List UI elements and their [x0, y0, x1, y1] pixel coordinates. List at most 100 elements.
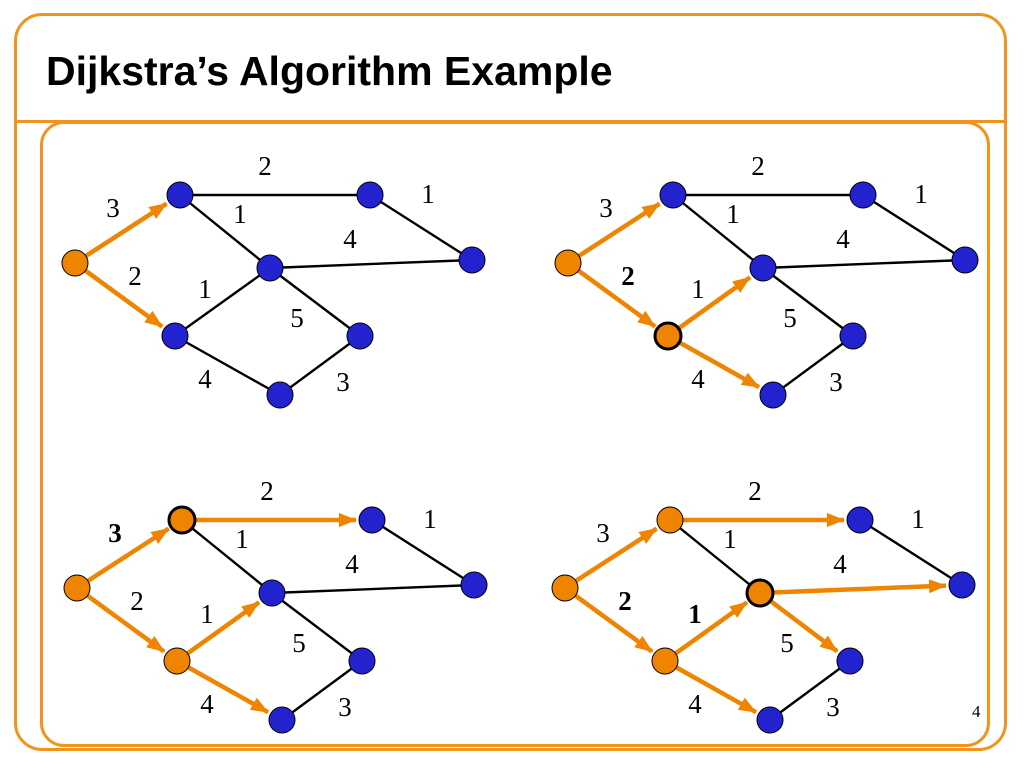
graph-edge-F-G	[281, 660, 363, 721]
graph-edge-C-G	[271, 592, 363, 662]
edge-weight-label-S-A: 3	[596, 518, 610, 548]
graph-node-E	[161, 322, 189, 350]
graph-node-A	[166, 181, 194, 209]
graph-node-B	[846, 506, 874, 534]
relaxed-edge-arrow-S-E	[566, 261, 657, 329]
relaxed-edge-arrow-E-F	[663, 659, 758, 715]
edge-weight-label-S-E: 2	[130, 586, 144, 616]
relaxed-edge-arrow-S-A	[566, 201, 661, 265]
relaxed-edge-arrow-E-F	[175, 659, 270, 715]
edge-weight-label-E-C: 1	[198, 274, 212, 304]
graph-node-D	[458, 246, 486, 274]
graph-node-F	[266, 381, 294, 409]
graph-edge-C-D	[271, 583, 475, 595]
graph-node-B	[849, 181, 877, 209]
edge-weight-label-C-G: 5	[780, 628, 794, 658]
graph-edge-E-C	[174, 267, 271, 337]
graph-node-D	[460, 571, 488, 599]
edge-weight-label-A-C: 1	[233, 199, 247, 229]
edge-weight-label-B-D: 1	[911, 504, 925, 534]
edge-weight-label-A-B: 2	[260, 476, 274, 506]
edge-weight-label-F-G: 3	[338, 692, 352, 722]
relaxed-edge-arrow-S-A	[73, 201, 168, 265]
graph-node-A-visited	[656, 506, 684, 534]
relaxed-edge-arrow-C-D	[759, 579, 948, 596]
graph-node-G	[836, 647, 864, 675]
slide-title: Dijkstra’s Algorithm Example	[46, 48, 613, 94]
graph-edge-A-C	[669, 519, 761, 594]
graph-node-F	[268, 706, 296, 734]
edge-weight-label-C-G: 5	[783, 303, 797, 333]
graph-node-F	[756, 706, 784, 734]
edge-weight-label-S-A: 3	[106, 193, 120, 223]
graph-node-S-visited	[61, 249, 89, 277]
relaxed-edge-arrow-S-A	[563, 526, 658, 590]
edge-weight-label-A-C: 1	[723, 524, 737, 554]
edge-weight-label-C-G: 5	[292, 628, 306, 658]
graph-node-C	[749, 254, 777, 282]
edge-weight-label-B-D: 1	[421, 179, 435, 209]
graph-node-C-selected	[745, 578, 775, 608]
edge-weight-label-C-D: 4	[836, 224, 850, 254]
graph-node-G	[839, 322, 867, 350]
graph-edge-F-G	[279, 335, 361, 396]
relaxed-edge-arrow-E-F	[666, 334, 761, 390]
graph-edge-F-G	[769, 660, 851, 721]
graph-node-G	[346, 322, 374, 350]
graph-edge-B-D	[859, 518, 963, 587]
graph-edge-C-D	[762, 258, 966, 270]
edge-weight-label-S-A: 3	[108, 518, 122, 548]
graph-node-A	[659, 181, 687, 209]
graph-edge-F-G	[772, 335, 854, 396]
graph-node-D	[948, 571, 976, 599]
edge-weight-label-E-F: 4	[691, 364, 705, 394]
edge-weight-label-A-C: 1	[726, 199, 740, 229]
edge-weight-label-E-F: 4	[688, 689, 702, 719]
edge-weight-label-C-D: 4	[833, 549, 847, 579]
graph-edge-A-C	[181, 519, 273, 594]
graph-node-A-selected	[167, 505, 197, 535]
graph-node-C	[256, 254, 284, 282]
graph-edge-B-D	[862, 193, 966, 262]
edge-weight-label-E-C: 1	[691, 274, 705, 304]
graph-edge-B-D	[371, 518, 475, 587]
graph-edge-A-C	[179, 194, 271, 269]
edge-weight-label-S-E: 2	[618, 586, 632, 616]
graph-node-F	[759, 381, 787, 409]
edge-weight-label-S-E: 2	[128, 261, 142, 291]
edge-weight-label-E-F: 4	[200, 689, 214, 719]
graph-edge-B-D	[369, 193, 473, 262]
graph-node-E-selected	[653, 321, 683, 351]
edge-weight-label-C-D: 4	[345, 549, 359, 579]
edge-weight-label-S-E: 2	[621, 261, 635, 291]
graph-edge-A-C	[672, 194, 764, 269]
edge-weight-label-F-G: 3	[829, 367, 843, 397]
relaxed-edge-arrow-S-E	[563, 586, 654, 654]
relaxed-edge-arrow-S-E	[73, 261, 164, 329]
relaxed-edge-arrow-E-C	[666, 275, 752, 338]
graph-edge-C-D	[269, 258, 473, 270]
graph-node-B	[356, 181, 384, 209]
graph-node-S-visited	[554, 249, 582, 277]
graph-node-B	[358, 506, 386, 534]
relaxed-edge-arrow-E-C	[175, 600, 261, 663]
edge-weight-label-A-C: 1	[235, 524, 249, 554]
edge-weight-label-A-B: 2	[748, 476, 762, 506]
graph-edge-E-F	[174, 334, 281, 397]
edge-weight-label-A-B: 2	[258, 151, 272, 181]
edge-weight-label-C-G: 5	[290, 303, 304, 333]
edge-weight-label-E-C: 1	[688, 599, 702, 629]
edge-weight-label-B-D: 1	[423, 504, 437, 534]
graph-node-D	[951, 246, 979, 274]
edge-weight-label-E-F: 4	[198, 364, 212, 394]
edge-weight-label-F-G: 3	[826, 692, 840, 722]
edge-weight-label-E-C: 1	[200, 599, 214, 629]
relaxed-edge-arrow-S-E	[75, 586, 166, 654]
graph-node-S-visited	[63, 574, 91, 602]
graph-node-G	[348, 647, 376, 675]
